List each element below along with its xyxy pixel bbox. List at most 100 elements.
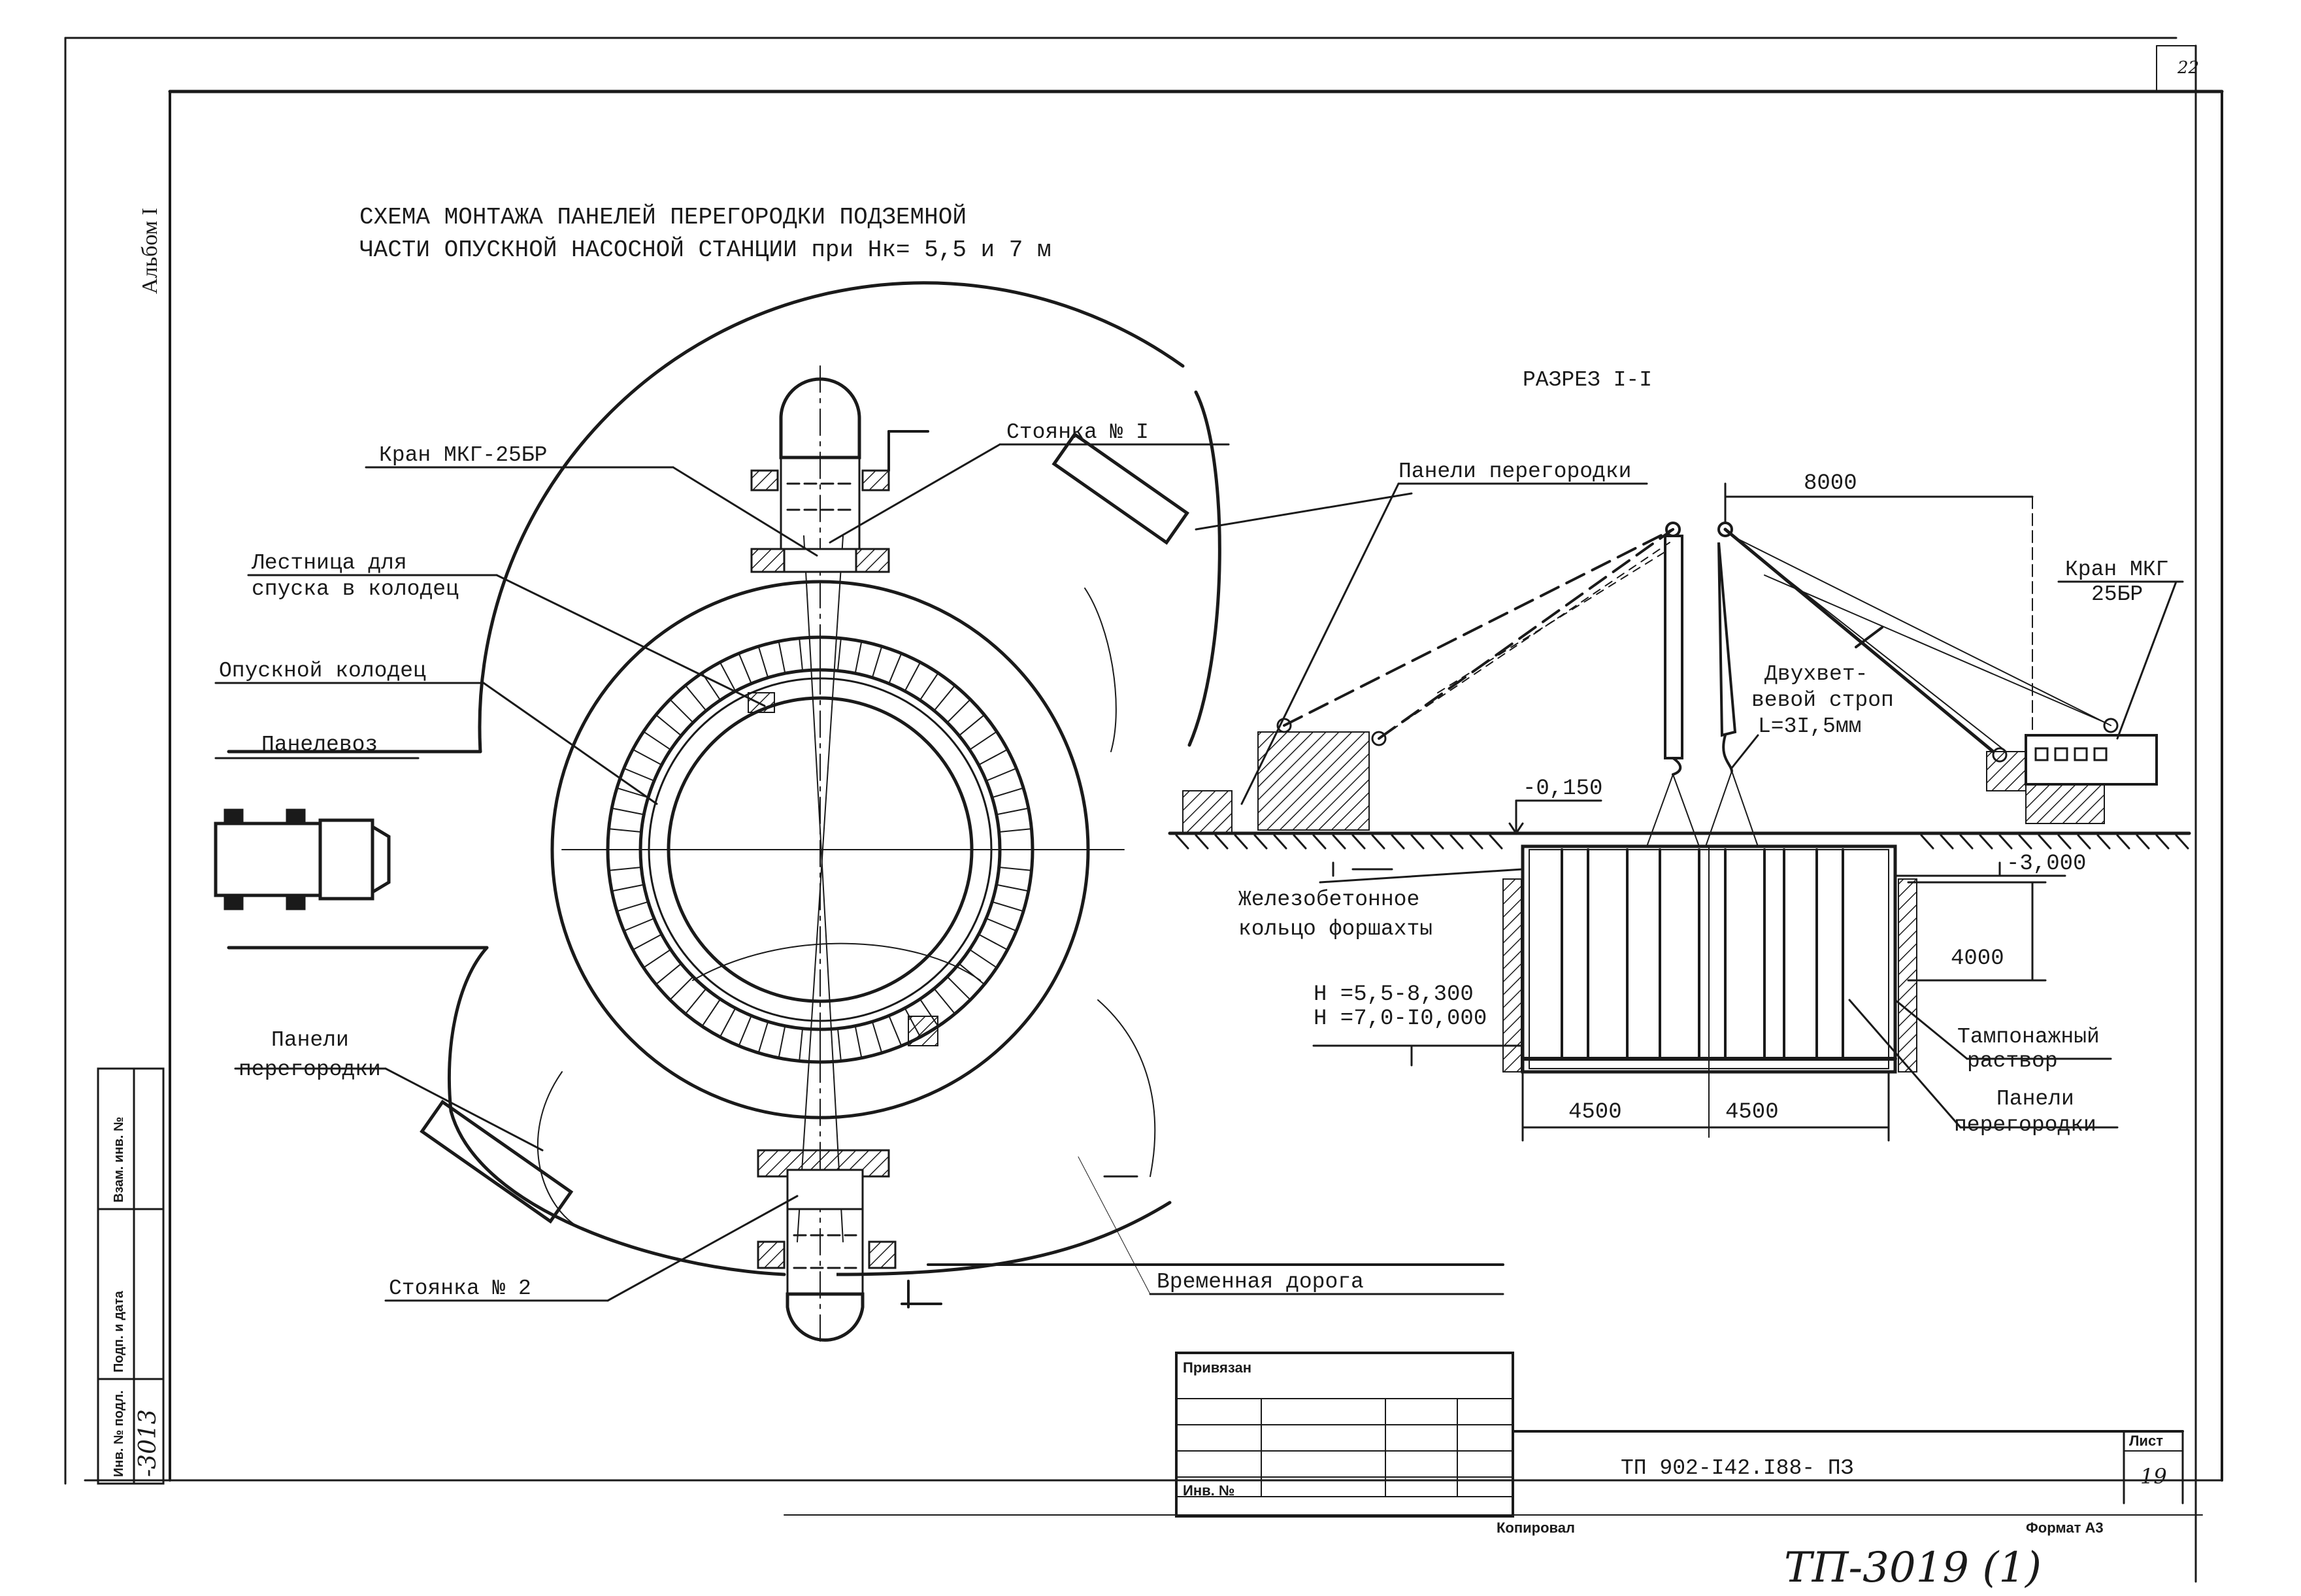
title-line-1: СХЕМА МОНТАЖА ПАНЕЛЕЙ ПЕРЕГОРОДКИ ПОДЗЕМ… (359, 203, 967, 231)
section-depth-dim: 4000 (1951, 946, 2004, 971)
crane-right (1723, 527, 2158, 824)
ring-tick (623, 918, 655, 932)
ground-hatch-mark (1253, 834, 1268, 850)
ring-tick (616, 901, 649, 912)
section-crane-line2: 25БР (2091, 582, 2143, 607)
page-number: 22 (2177, 58, 2199, 78)
section-title: РАЗРЕЗ I-I (1523, 368, 1652, 392)
ring-tick (655, 714, 682, 737)
ring-tick (623, 767, 655, 782)
ring-tick (978, 748, 1008, 766)
ring-tick (701, 998, 721, 1027)
stamp-sheet-label: Лист (2129, 1433, 2163, 1449)
ring-tick (642, 948, 672, 969)
plan-view (214, 281, 1504, 1347)
section-crane-line1: Кран МКГ (2065, 557, 2168, 582)
crane-top (750, 377, 890, 573)
ring-tick (946, 699, 971, 723)
ring-tick (985, 767, 1018, 782)
crane-left (1182, 528, 1674, 834)
ground-hatch-mark (1195, 834, 1209, 850)
ring-tick (616, 787, 649, 799)
stamp-inv: Инв. № (1183, 1482, 1234, 1499)
well-ring-ticks (607, 637, 1033, 1063)
ground-hatch-mark (1998, 834, 2013, 850)
ring-tick (799, 1027, 804, 1062)
ring-tick (871, 1021, 883, 1054)
stamp-doc-code: ТП 902-I42.I88- ПЗ (1621, 1456, 1853, 1480)
ground-hatch-mark (1351, 834, 1366, 850)
ring-tick (632, 748, 663, 766)
plan-stop2-label: Стоянка № 2 (389, 1276, 531, 1301)
ground-hatch-mark (1489, 834, 1503, 850)
section-width-left: 4500 (1568, 1100, 1622, 1125)
ring-tick (684, 988, 707, 1015)
plan-stop1-label: Стоянка № I (1006, 420, 1149, 444)
ring-tick (655, 963, 682, 986)
ring-tick (608, 828, 642, 833)
ring-tick (995, 807, 1029, 816)
plan-road-label: Временная дорога (1157, 1270, 1364, 1294)
ground-hatch-mark (2175, 834, 2189, 850)
section-sling-line3: L=3I,5мм (1758, 714, 1861, 739)
ring-tick (854, 1025, 863, 1059)
ground-hatch-mark (1430, 834, 1444, 850)
ring-tick (778, 640, 786, 674)
side-inv-no: Инв. № подл. (112, 1390, 126, 1477)
ground-hatch-mark (1959, 834, 1974, 850)
ring-tick (608, 866, 642, 871)
album-label: Альбом I (138, 208, 162, 294)
title-line-2: ЧАСТИ ОПУСКНОЙ НАСОСНОЙ СТАНЦИИ при Нк= … (359, 236, 1051, 263)
ring-tick (919, 672, 939, 701)
side-number: -3013 (135, 1409, 161, 1477)
section-sling-line2: вевой строп (1751, 688, 1894, 712)
section-panels2-line2: перегородки (1954, 1113, 2096, 1137)
section-panels-label: Панели перегородки (1399, 459, 1631, 484)
crane-bottom (757, 1149, 897, 1342)
ground-hatch-mark (1214, 834, 1229, 850)
ring-tick (933, 684, 956, 712)
ring-tick (871, 645, 883, 678)
ring-tick (799, 637, 804, 672)
section-ring-line2: кольцо форшахты (1238, 917, 1432, 941)
ring-tick (757, 1021, 769, 1054)
ring-tick (611, 884, 645, 892)
ground-hatch-mark (1175, 834, 1189, 850)
ground-hatch-mark (1979, 834, 1993, 850)
panel-truck (214, 808, 391, 910)
ring-tick (904, 661, 921, 692)
ring-tick (738, 652, 752, 684)
ground-hatch-mark (1273, 834, 1287, 850)
ring-tick (933, 988, 956, 1015)
ring-tick (836, 637, 842, 672)
ring-tick (669, 976, 694, 1001)
ring-tick (958, 963, 985, 986)
ground-hatch-mark (2077, 834, 2091, 850)
ground-hatch-mark (2136, 834, 2150, 850)
section-h-line1: Н =5,5-8,300 (1314, 982, 1474, 1007)
ground-hatch-mark (2057, 834, 2072, 850)
section-level-side: -3,000 (2006, 852, 2086, 876)
ring-tick (968, 731, 998, 751)
side-stamp-table (97, 1067, 165, 1485)
ring-tick (738, 1015, 752, 1047)
ground-hatch-mark (1920, 834, 1934, 850)
section-ring-line1: Железобетонное (1238, 888, 1419, 912)
section-sling-line1: Двухвет- (1764, 662, 1868, 686)
ring-tick (958, 714, 985, 737)
ring-tick (888, 652, 902, 684)
ring-tick (719, 661, 737, 692)
section-grout-line1: Тампонажный (1957, 1025, 2100, 1049)
ring-tick (998, 866, 1033, 871)
section-level-top: -0,150 (1523, 776, 1602, 801)
plan-well-label: Опускной колодец (219, 659, 426, 683)
ring-tick (991, 901, 1025, 912)
ring-tick (719, 1007, 737, 1038)
side-replace-inv: Взам. инв. № (112, 1117, 126, 1203)
ground-hatch-mark (1371, 834, 1385, 850)
ring-tick (998, 828, 1033, 833)
plan-truck-label: Панелевоз (261, 733, 378, 757)
pit-panels (1561, 848, 1844, 1060)
ground-hatch-mark (1332, 834, 1346, 850)
